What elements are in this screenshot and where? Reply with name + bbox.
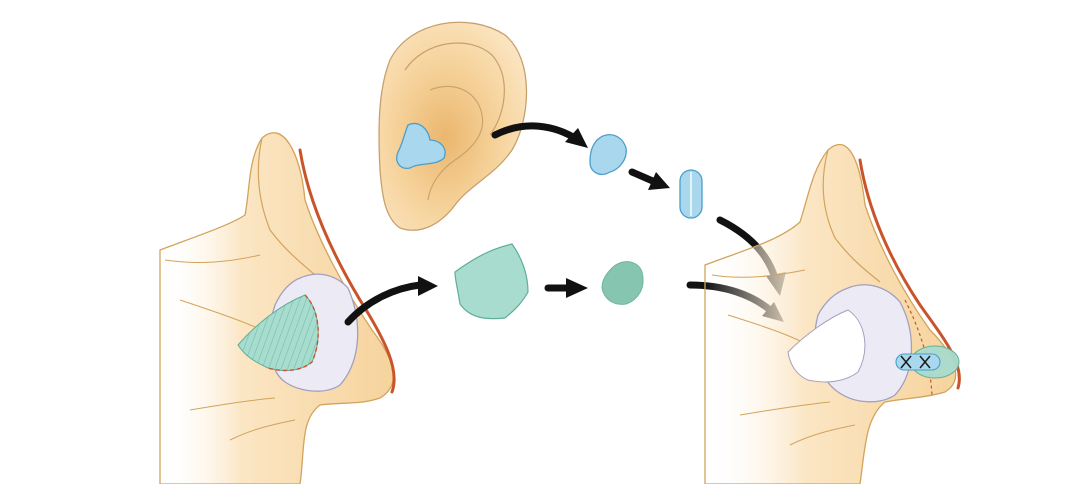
ear-cartilage-graft-harvested xyxy=(589,134,627,176)
ear-helix-fold xyxy=(404,42,505,136)
curved-arrow-icon xyxy=(491,122,588,148)
ear-cartilage-graft-shaped xyxy=(679,169,703,219)
left-nose-edge xyxy=(298,148,396,394)
curved-arrow-icon xyxy=(344,276,438,326)
ear-antihelix xyxy=(427,85,484,201)
septal-graft-harvested xyxy=(454,243,529,320)
suture-x-icon xyxy=(919,355,931,369)
right-implant-pocket xyxy=(787,309,866,383)
right-nose-profile xyxy=(704,143,961,484)
curved-arrow-icon xyxy=(628,168,670,190)
right-nasal-bone xyxy=(822,149,881,283)
right-cheek-contour xyxy=(711,269,856,446)
left-excision-line xyxy=(267,294,319,372)
septal-graft-shaped xyxy=(601,261,644,305)
left-nasal-bone xyxy=(257,137,316,276)
suture-x-icon xyxy=(900,355,912,369)
curved-arrow-icon xyxy=(544,278,588,298)
ear-concha-cartilage xyxy=(396,122,446,169)
right-columellar-graft xyxy=(895,353,941,371)
left-nose-profile xyxy=(159,132,396,484)
ear-outline xyxy=(378,21,528,231)
ear xyxy=(378,21,528,231)
right-nose-dashed-line xyxy=(904,299,933,396)
left-cheek-contour xyxy=(164,254,296,441)
